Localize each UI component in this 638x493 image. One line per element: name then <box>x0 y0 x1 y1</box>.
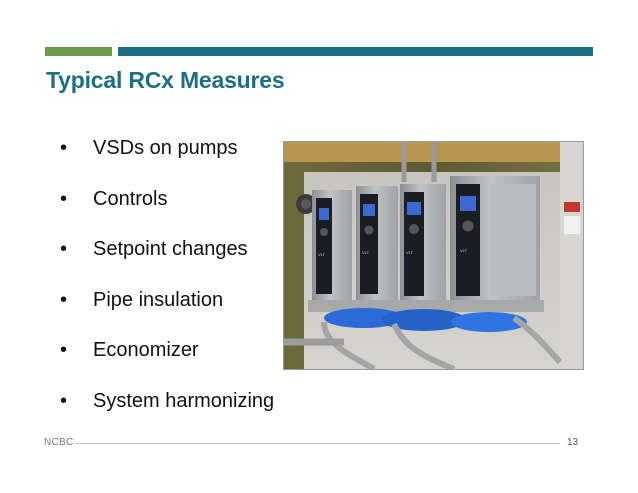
bullet-glyph: • <box>60 288 68 311</box>
footer-divider <box>76 443 560 444</box>
bullet-text: Economizer <box>93 339 199 361</box>
bullet-text: Setpoint changes <box>93 238 248 260</box>
photo-cable <box>382 309 466 331</box>
bullet-glyph: • <box>60 339 68 361</box>
photo-conduit <box>321 321 376 369</box>
bullet-list: • VSDs on pumps • Controls • Setpoint chang… <box>60 132 274 435</box>
drive-keypad-icon <box>320 228 328 236</box>
drive-heatsink <box>490 184 536 296</box>
bullet-item: • VSDs on pumps <box>60 132 274 183</box>
drive-display-label: VLT <box>406 250 414 255</box>
photo-cable <box>451 312 527 332</box>
bullet-glyph: • <box>60 238 68 260</box>
vsd-drive-1: VLT <box>312 190 352 302</box>
photo-right-cabinet <box>560 142 583 369</box>
bullet-item: • Economizer <box>60 334 274 385</box>
bullet-text: System harmonizing <box>93 389 275 412</box>
header-accent-bar-green <box>45 47 112 56</box>
page-number: 13 <box>567 437 579 448</box>
slide-title: Typical RCx Measures <box>46 67 285 93</box>
drive-keypad-icon <box>462 220 474 232</box>
vsd-panel-photo: VLT VLT VLT VLT <box>283 141 584 370</box>
footer-organization: NCBC <box>44 437 74 448</box>
photo-warning-label <box>564 216 580 234</box>
bullet-glyph: • <box>60 187 68 210</box>
bullet-item: • System harmonizing <box>60 385 274 436</box>
drive-display-screen <box>319 208 329 220</box>
drive-display-screen <box>460 196 476 211</box>
bullet-item: • Setpoint changes <box>60 233 274 284</box>
bullet-item: • Pipe insulation <box>60 284 274 335</box>
drive-display-label: VLT <box>362 250 370 255</box>
photo-conduit <box>512 315 563 365</box>
drive-keypad-icon <box>409 224 419 234</box>
bullet-item: • Controls <box>60 183 274 234</box>
bullet-text: Controls <box>93 187 168 210</box>
drive-front-panel <box>404 192 424 296</box>
drive-front-panel <box>316 198 332 294</box>
vsd-drive-4: VLT <box>450 176 540 304</box>
photo-fan-grille-icon <box>301 199 311 209</box>
bullet-glyph: • <box>60 137 68 159</box>
header-accent-bar-teal <box>118 47 593 56</box>
bullet-text: Pipe insulation <box>93 288 224 311</box>
vsd-drive-2: VLT <box>356 186 398 302</box>
photo-blue-cable-bundle <box>324 308 527 332</box>
photo-warning-label <box>564 202 580 212</box>
photo-conduit <box>391 322 456 369</box>
drive-display-label: VLT <box>460 248 468 253</box>
drive-keypad-icon <box>364 225 374 235</box>
drive-front-panel <box>360 194 378 294</box>
drive-display-label: VLT <box>318 252 326 257</box>
bullet-text: VSDs on pumps <box>93 137 238 159</box>
bullet-glyph: • <box>60 389 68 412</box>
drive-display-screen <box>407 202 421 215</box>
vsd-drive-3: VLT <box>400 184 446 304</box>
drive-display-screen <box>363 204 375 216</box>
